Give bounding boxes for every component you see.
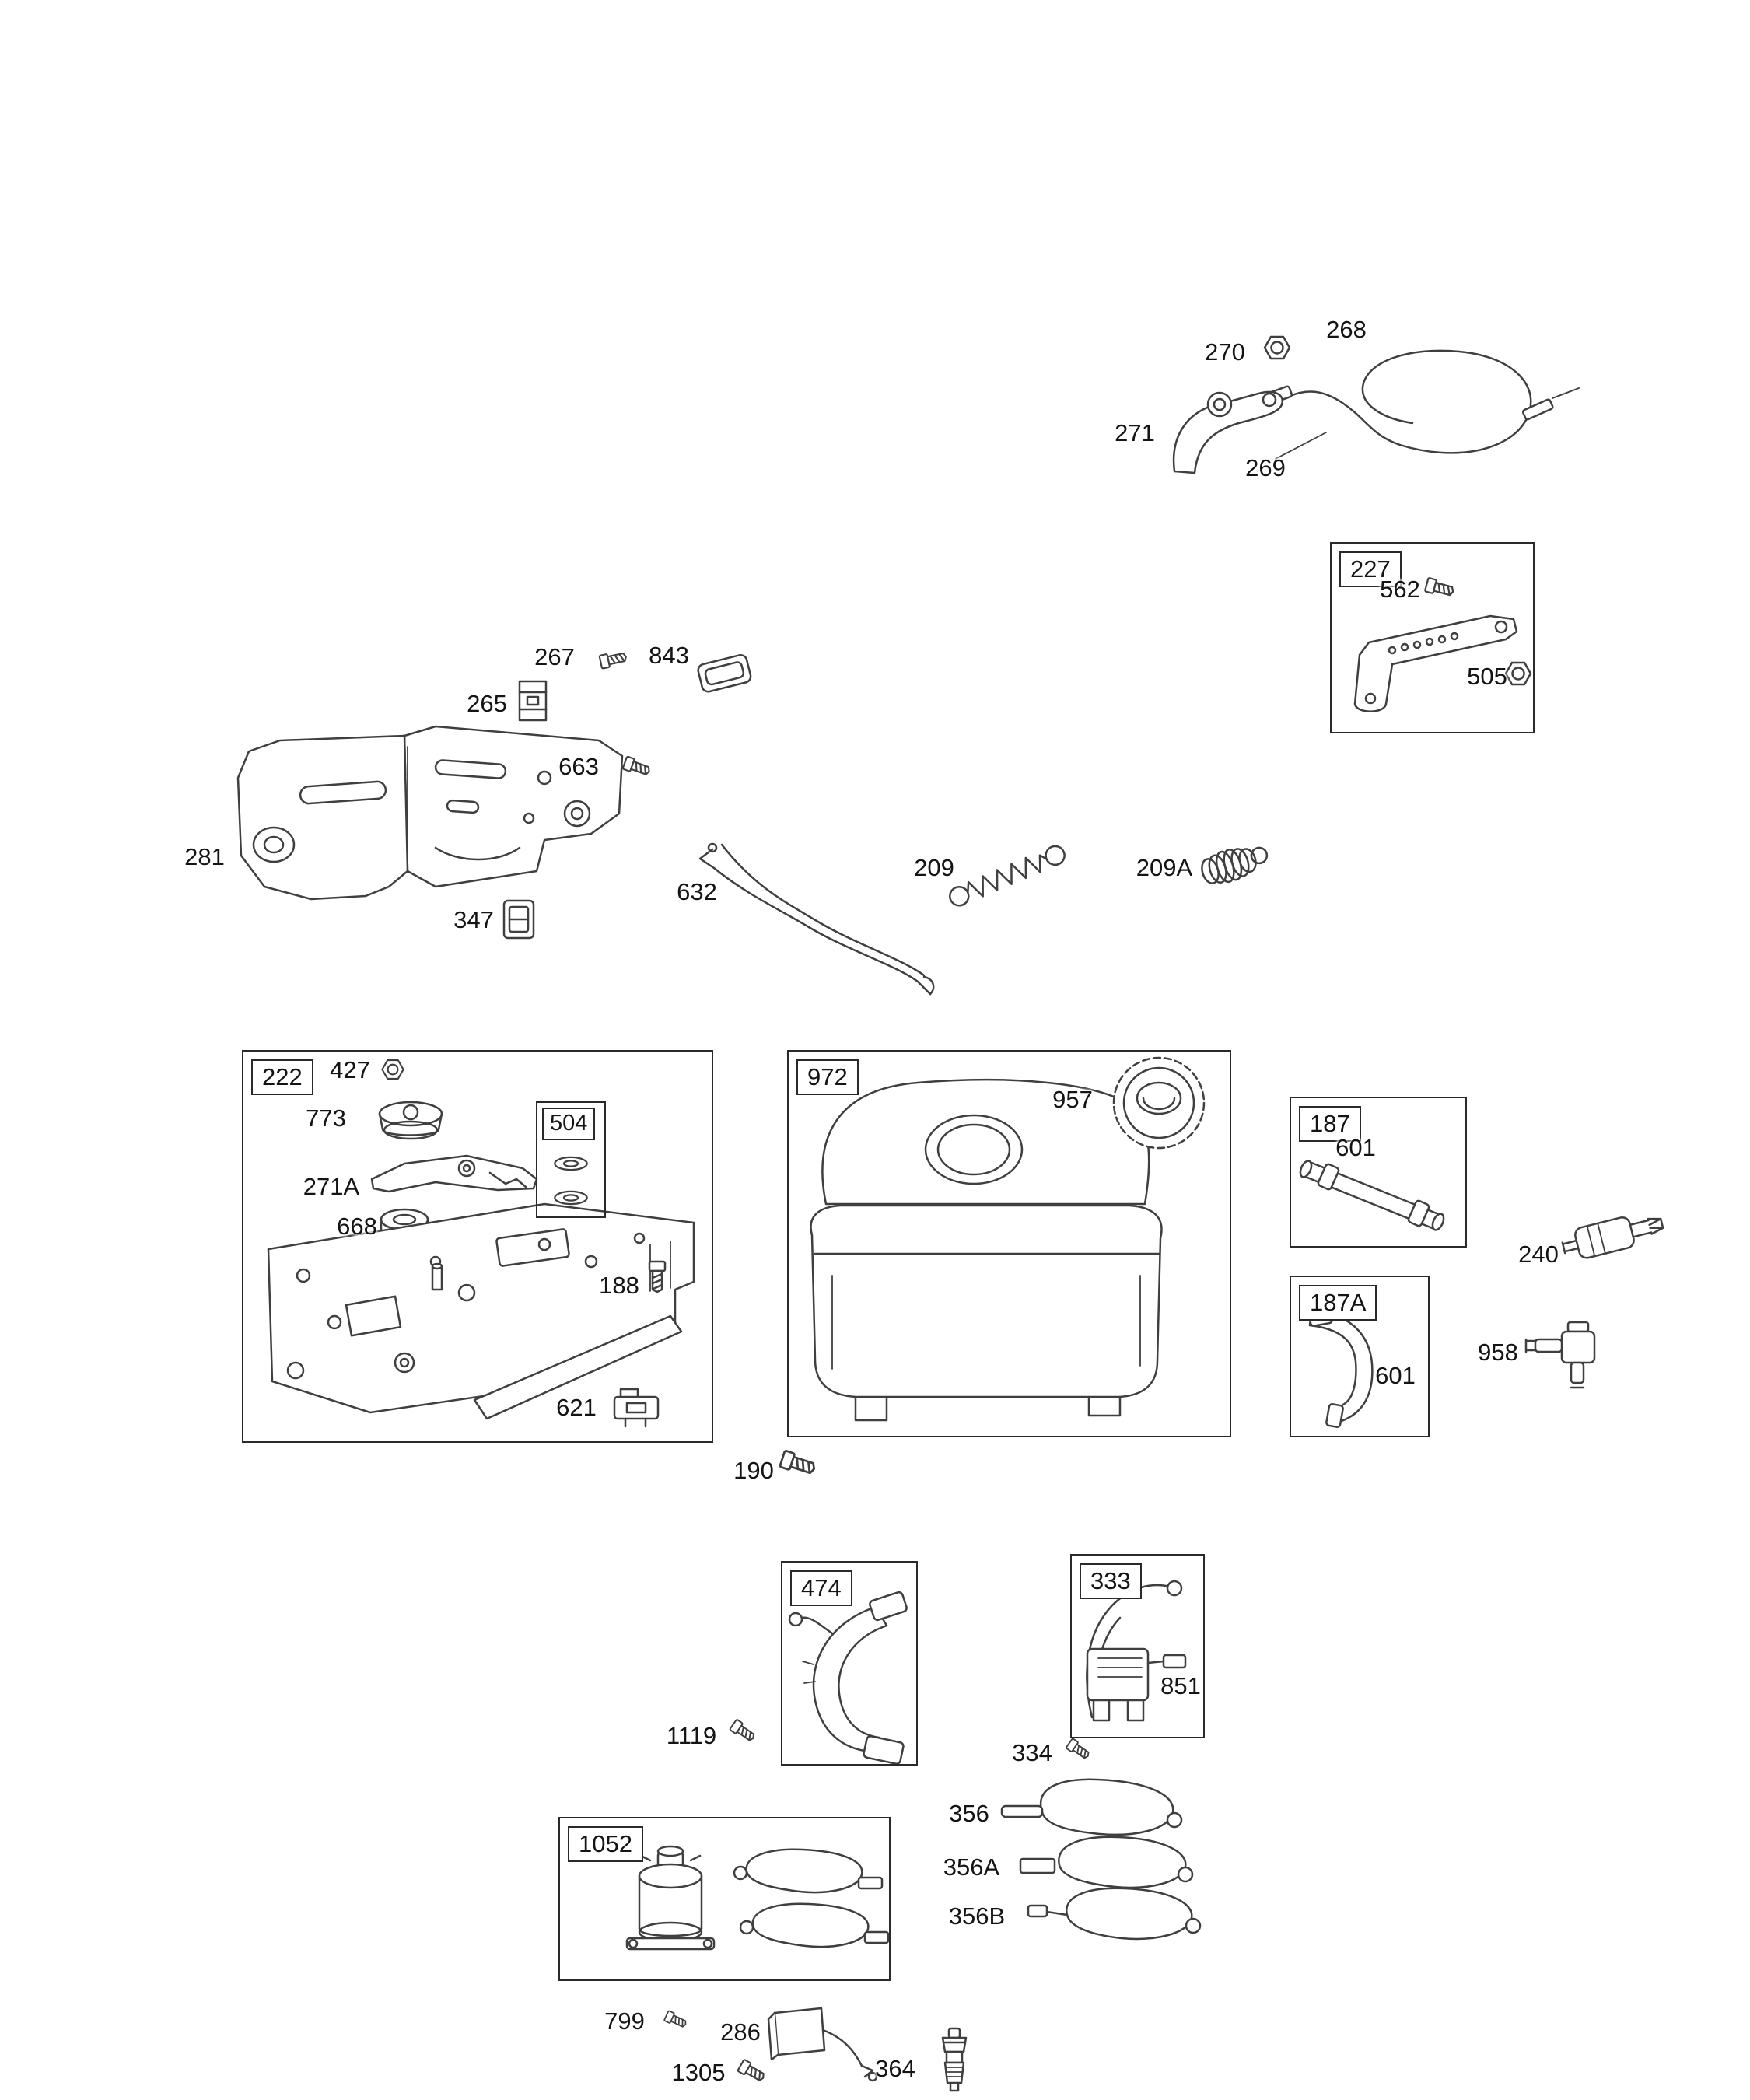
part-label-1119: 1119 bbox=[666, 1722, 717, 1749]
clip-621-drawing bbox=[613, 1388, 660, 1428]
group-box-972: 972 bbox=[787, 1050, 1231, 1437]
part-label-621: 621 bbox=[556, 1394, 597, 1421]
screw-799-drawing bbox=[663, 2010, 689, 2031]
wire-356B-drawing bbox=[1027, 1887, 1202, 1941]
oil-switch-364-drawing bbox=[941, 2027, 968, 2092]
group-label-187A: 187A bbox=[1299, 1285, 1377, 1321]
nut-270-drawing bbox=[1263, 335, 1291, 360]
clip-265-drawing bbox=[518, 680, 548, 722]
wire-356-drawing bbox=[1000, 1778, 1183, 1836]
group-box-222: 222 bbox=[242, 1050, 713, 1443]
group-label-227: 227 bbox=[1339, 551, 1402, 588]
group-box-187: 187 bbox=[1290, 1097, 1467, 1248]
governor-link-drawing bbox=[698, 842, 935, 996]
part-773-drawing bbox=[378, 1101, 443, 1140]
fuel-hose-187-drawing bbox=[1299, 1160, 1445, 1231]
part-label-562: 562 bbox=[1380, 576, 1420, 603]
wire-356A-drawing bbox=[1019, 1836, 1194, 1889]
group-box-1052: 1052 bbox=[558, 1817, 891, 1981]
part-label-286: 286 bbox=[720, 2018, 761, 2046]
part-label-601-187: 601 bbox=[1335, 1134, 1376, 1161]
group-label-187: 187 bbox=[1299, 1106, 1361, 1143]
solenoid-wire-1-drawing bbox=[733, 1848, 884, 1894]
ignition-coil-drawing bbox=[1086, 1580, 1187, 1722]
part-label-265: 265 bbox=[467, 690, 507, 717]
fuel-filter-drawing bbox=[1561, 1216, 1664, 1259]
part-label-271: 271 bbox=[1115, 419, 1155, 446]
shutoff-valve-drawing bbox=[1524, 1321, 1596, 1389]
part-label-957: 957 bbox=[1052, 1086, 1093, 1113]
part-label-632: 632 bbox=[677, 878, 717, 905]
part-label-364: 364 bbox=[875, 2055, 915, 2082]
control-bracket-cover-drawing bbox=[236, 725, 624, 901]
part-label-851: 851 bbox=[1160, 1672, 1201, 1699]
control-lever-227-drawing bbox=[1353, 614, 1518, 712]
part-label-601-187A: 601 bbox=[1375, 1362, 1416, 1389]
group-box-474: 474 bbox=[781, 1561, 918, 1766]
screw-1305-drawing bbox=[737, 2058, 768, 2085]
group-label-474: 474 bbox=[790, 1570, 852, 1607]
part-label-1305: 1305 bbox=[671, 2059, 726, 2086]
group-label-222: 222 bbox=[251, 1059, 313, 1096]
part-label-347: 347 bbox=[453, 906, 494, 933]
part-label-270: 270 bbox=[1205, 338, 1245, 366]
part-label-188: 188 bbox=[599, 1272, 639, 1299]
part-label-240: 240 bbox=[1518, 1241, 1559, 1268]
group-box-333: 333 bbox=[1070, 1554, 1205, 1738]
group-label-1052: 1052 bbox=[568, 1826, 643, 1863]
screw-663-drawing bbox=[621, 755, 653, 779]
part-label-505: 505 bbox=[1467, 663, 1507, 690]
mounting-bracket-drawing bbox=[267, 1202, 695, 1420]
part-label-843: 843 bbox=[649, 642, 689, 669]
part-label-663: 663 bbox=[558, 753, 599, 780]
throttle-lever-drawing bbox=[1172, 390, 1283, 474]
screw-1119-drawing bbox=[729, 1718, 758, 1745]
starter-solenoid-drawing bbox=[625, 1845, 716, 1951]
solenoid-wire-2-drawing bbox=[739, 1902, 890, 1948]
bolt-190-drawing bbox=[779, 1449, 818, 1479]
lever-271A-drawing bbox=[370, 1154, 538, 1193]
group-label-333: 333 bbox=[1080, 1563, 1142, 1600]
part-label-334: 334 bbox=[1012, 1739, 1052, 1766]
part-label-427: 427 bbox=[330, 1056, 370, 1083]
spring-209-drawing bbox=[946, 842, 1069, 910]
connector-851-drawing bbox=[1162, 1654, 1187, 1669]
stop-switch-module-drawing bbox=[767, 2007, 878, 2082]
group-label-504: 504 bbox=[542, 1108, 596, 1140]
part-label-209: 209 bbox=[914, 854, 954, 881]
part-label-269: 269 bbox=[1245, 454, 1286, 481]
screw-334-drawing bbox=[1065, 1738, 1092, 1762]
part-label-356A: 356A bbox=[943, 1853, 1000, 1881]
part-label-281: 281 bbox=[184, 843, 225, 870]
module-843-drawing bbox=[697, 653, 752, 693]
part-label-268: 268 bbox=[1326, 316, 1367, 343]
group-box-187A: 187A bbox=[1290, 1276, 1430, 1437]
group-box-504: 504 bbox=[536, 1101, 606, 1218]
part-label-190: 190 bbox=[733, 1457, 774, 1484]
group-box-227: 227 bbox=[1330, 542, 1535, 733]
harness-474-drawing bbox=[788, 1591, 908, 1766]
throttle-cable-drawing bbox=[1269, 349, 1580, 460]
part-label-271A: 271A bbox=[303, 1173, 360, 1200]
part-label-958: 958 bbox=[1478, 1339, 1518, 1366]
part-label-209A: 209A bbox=[1136, 854, 1193, 881]
spring-209A-drawing bbox=[1201, 846, 1269, 884]
group-label-972: 972 bbox=[796, 1059, 859, 1096]
part-label-799: 799 bbox=[604, 2007, 645, 2035]
fuel-tank-drawing bbox=[810, 1079, 1163, 1422]
part-label-267: 267 bbox=[534, 643, 575, 670]
screw-267-drawing bbox=[598, 649, 628, 670]
switch-347-drawing bbox=[502, 899, 535, 940]
part-label-356B: 356B bbox=[948, 1902, 1006, 1930]
part-label-773: 773 bbox=[306, 1104, 346, 1132]
fuel-cap-drawing bbox=[1112, 1056, 1206, 1150]
part-label-668: 668 bbox=[337, 1213, 377, 1240]
part-label-356: 356 bbox=[949, 1800, 989, 1827]
